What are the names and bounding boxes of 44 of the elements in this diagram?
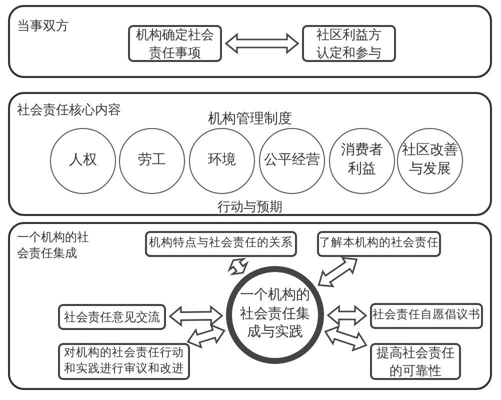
rounded-box [302, 25, 396, 62]
panel-frame [8, 5, 492, 78]
box-text: 对机构的社会责任行动和实践进行审议和改进 [63, 346, 185, 376]
box-text: 提高社会责任的可靠性 [376, 344, 456, 380]
circle-text: 社区改善与发展 [401, 142, 459, 179]
topic-circle [189, 128, 255, 194]
panel-frame [8, 222, 492, 390]
box-text: 了解本机构的社会责任 [319, 236, 439, 252]
box-text: 机构确定社会责任事项 [135, 26, 215, 62]
double-arrow [227, 258, 249, 276]
double-arrow [186, 324, 226, 349]
panel-title: 当事双方 [17, 17, 69, 35]
circle-text: 劳工 [137, 152, 167, 170]
section-heading: 行动与预期 [218, 198, 282, 216]
rounded-box [128, 25, 222, 62]
topic-circle [259, 128, 325, 194]
double-arrow [168, 305, 224, 327]
double-arrow [224, 32, 300, 54]
rounded-box [58, 343, 190, 380]
topic-circle [397, 128, 463, 194]
box-text: 社会责任自愿倡议书 [372, 308, 481, 324]
rounded-box [145, 231, 297, 257]
double-arrow [326, 304, 368, 326]
box-text: 社区利益方认定和参与 [316, 26, 382, 62]
rounded-box [58, 304, 166, 330]
double-arrow [324, 325, 368, 352]
circle-text: 一个机构的社会责任集成与实践 [239, 286, 311, 342]
circle-text: 消费者利益 [340, 142, 384, 179]
box-text: 机构特点与社会责任的关系 [148, 236, 294, 252]
panel-title: 社会责任核心内容 [17, 101, 121, 119]
center-circle [226, 266, 324, 364]
double-arrow [318, 257, 358, 288]
rounded-box [317, 231, 441, 257]
section-heading: 机构管理制度 [208, 110, 292, 128]
circle-text: 人权 [68, 152, 98, 170]
box-text: 社会责任意见交流 [63, 308, 161, 326]
rounded-box [370, 303, 483, 329]
panel-frame [8, 92, 492, 216]
topic-circle [329, 128, 395, 194]
topic-circle [50, 128, 116, 194]
topic-circle [119, 128, 185, 194]
circle-text: 公平经营 [263, 152, 321, 170]
panel-title: 一个机构的社会责任集成 [17, 230, 90, 262]
circle-text: 环境 [207, 152, 237, 170]
